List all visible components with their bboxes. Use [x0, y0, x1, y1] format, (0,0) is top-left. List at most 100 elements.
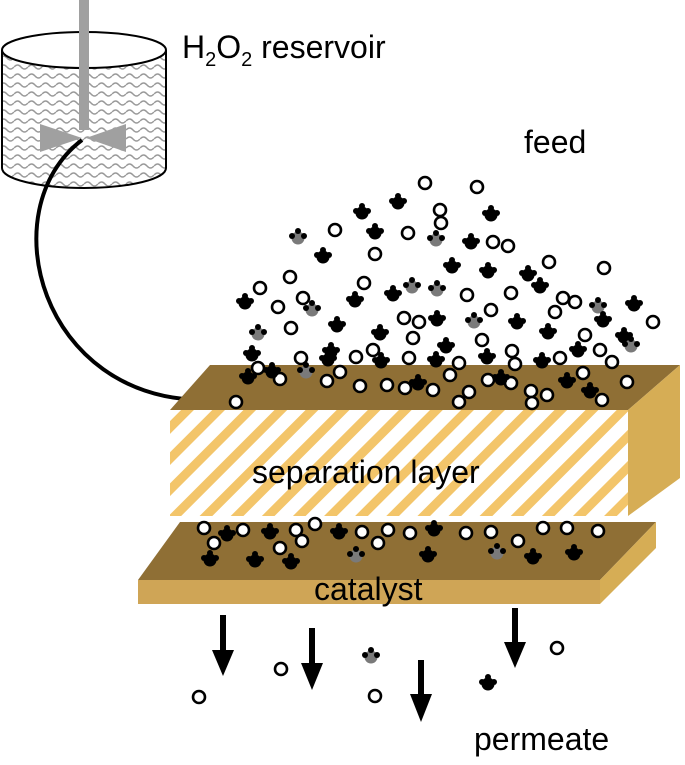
h2o2-feed-arrow — [34, 138, 208, 406]
permeate-arrow — [212, 615, 234, 676]
open-circle-molecule — [282, 269, 298, 285]
open-circle-molecule — [191, 689, 207, 705]
permeate-arrows — [212, 608, 526, 722]
grey-molecule — [427, 230, 445, 247]
dark-molecule — [246, 551, 264, 568]
open-circle-molecule — [485, 234, 501, 250]
open-circle-molecule — [411, 314, 427, 330]
grey-molecule — [622, 336, 640, 353]
membrane-side-face — [628, 365, 680, 516]
open-circle-molecule — [523, 383, 539, 399]
dark-molecule — [533, 352, 551, 369]
dark-molecule — [372, 352, 390, 369]
open-circle-molecule — [352, 378, 368, 394]
dark-molecule — [239, 368, 257, 385]
open-circle-molecule — [417, 175, 433, 191]
open-circle-molecule — [459, 287, 475, 303]
open-circle-molecule — [432, 202, 448, 218]
dark-molecule — [319, 350, 337, 367]
grey-molecule — [347, 546, 365, 563]
permeate-arrow — [301, 628, 323, 690]
reservoir-label: H2O2 reservoir — [182, 29, 386, 71]
stirrer-shaft — [79, 0, 89, 130]
open-circle-molecule — [307, 516, 323, 532]
dark-molecule — [594, 311, 612, 328]
dark-molecule — [328, 316, 346, 333]
dark-molecule — [371, 324, 389, 341]
dark-molecule — [409, 374, 427, 391]
grey-molecule — [589, 297, 607, 314]
open-circle-molecule — [507, 356, 523, 372]
stirrer-blade-right — [86, 124, 126, 152]
open-circle-molecule — [370, 535, 386, 551]
open-circle-molecule — [252, 280, 268, 296]
dark-molecule — [282, 553, 300, 570]
open-circle-molecule — [451, 394, 467, 410]
open-circle-molecule — [480, 372, 496, 388]
open-circle-molecule — [503, 285, 519, 301]
open-circle-molecule — [273, 661, 289, 677]
grey-molecule — [249, 324, 267, 341]
dark-molecule — [478, 348, 496, 365]
open-circle-molecule — [483, 302, 499, 318]
open-circle-molecule — [539, 387, 555, 403]
open-circle-molecule — [567, 294, 583, 310]
open-circle-molecule — [235, 522, 251, 538]
dark-molecule — [330, 523, 348, 540]
open-circle-molecule — [206, 535, 222, 551]
open-circle-molecule — [619, 374, 635, 390]
dark-molecule — [462, 233, 480, 250]
dark-molecule — [492, 369, 510, 386]
dark-molecule — [558, 372, 576, 389]
open-circle-molecule — [592, 342, 608, 358]
catalyst-side-face — [600, 522, 656, 604]
dark-molecule — [581, 382, 599, 399]
dark-molecule — [419, 546, 437, 563]
h2o2-reservoir — [1, 0, 167, 189]
open-circle-molecule — [354, 524, 370, 540]
dark-molecule — [482, 205, 500, 222]
open-circle-molecule — [575, 365, 591, 381]
open-circle-molecule — [367, 688, 383, 704]
dark-molecule — [524, 548, 542, 565]
grey-molecule — [297, 362, 315, 379]
dark-molecule — [519, 265, 537, 282]
open-circle-molecule — [367, 246, 383, 262]
open-circle-molecule — [348, 349, 364, 365]
open-circle-molecule — [590, 523, 606, 539]
open-circle-molecule — [405, 330, 421, 346]
open-circle-molecule — [474, 332, 490, 348]
catalyst-front-face — [138, 580, 600, 604]
open-circle-molecule — [596, 260, 612, 276]
open-circle-molecule — [504, 343, 520, 359]
dark-molecule — [236, 293, 254, 310]
open-circle-molecule — [332, 364, 348, 380]
open-circle-molecule — [547, 304, 563, 320]
dark-molecule — [346, 291, 364, 308]
dark-molecule — [565, 544, 583, 561]
grey-molecule — [289, 228, 307, 245]
open-circle-molecule — [288, 522, 304, 538]
open-circle-molecule — [283, 320, 299, 336]
open-circle-molecule — [319, 373, 335, 389]
open-circle-molecule — [442, 367, 458, 383]
open-circle-molecule — [250, 360, 266, 376]
open-circle-molecule — [510, 533, 526, 549]
separation-layer — [170, 410, 628, 516]
open-circle-molecule — [541, 254, 557, 270]
open-circle-molecule — [535, 520, 551, 536]
open-circle-molecule — [524, 395, 540, 411]
dark-molecule — [261, 523, 279, 540]
dark-molecule — [615, 327, 633, 344]
dark-molecule — [425, 520, 443, 537]
open-circle-molecule — [396, 310, 412, 326]
open-circle-molecule — [559, 520, 575, 536]
open-circle-molecule — [645, 314, 661, 330]
dark-molecule — [625, 295, 643, 312]
grey-molecule — [362, 647, 380, 664]
open-circle-molecule — [577, 327, 593, 343]
dark-molecule — [384, 285, 402, 302]
permeate-label: permeate — [474, 721, 609, 757]
open-circle-molecule — [400, 225, 416, 241]
dark-molecule — [531, 277, 549, 294]
